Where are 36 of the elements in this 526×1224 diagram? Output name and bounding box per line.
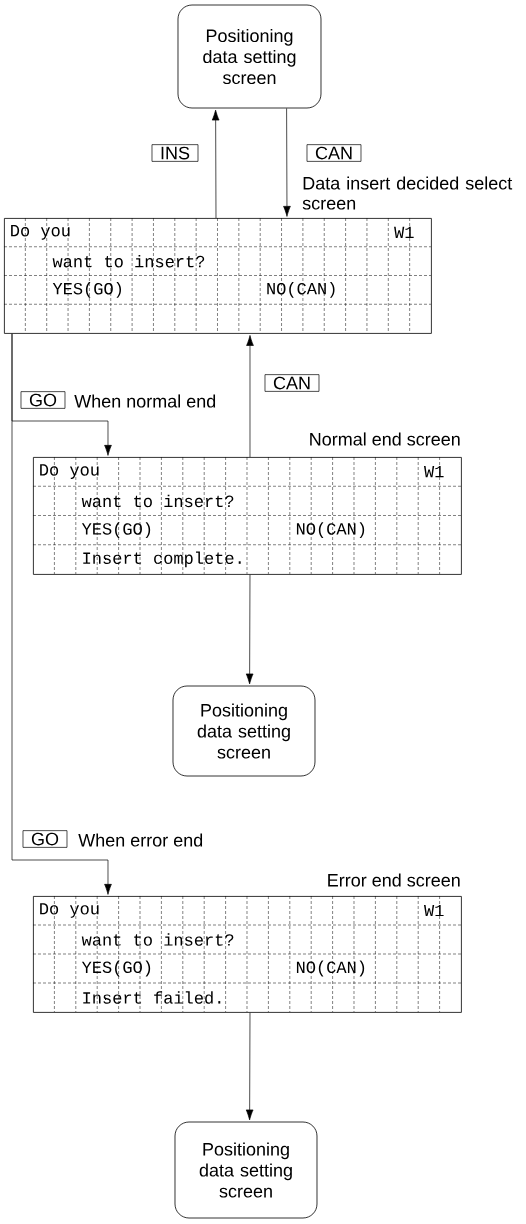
screen-text: YES(GO)	[81, 522, 151, 539]
condition-text: When normal end	[74, 394, 216, 408]
screen-text: Do you	[40, 903, 99, 918]
key-label: GO	[22, 830, 68, 848]
screen-text: NO(CAN)	[296, 960, 365, 977]
screen-box: Positioning data setting screen	[177, 4, 322, 109]
arrow	[283, 108, 291, 217]
key-label: CAN	[264, 374, 320, 392]
screen-text: W1	[394, 226, 414, 238]
arrow	[211, 109, 220, 219]
key-label: INS	[151, 144, 199, 162]
screen-text: Do you	[40, 464, 99, 479]
screen-text: Insert failed.	[83, 991, 221, 1004]
condition-text: When error end	[78, 833, 203, 847]
key-label: CAN	[306, 144, 362, 162]
screen-box: Positioning data setting screen	[172, 685, 316, 777]
screen-box: Positioning data setting screen	[174, 1121, 318, 1219]
arrow	[245, 574, 254, 685]
screen-text: want to insert?	[52, 254, 205, 268]
screen-text: Insert complete.	[83, 551, 241, 568]
screen-caption: Normal end screen	[310, 432, 460, 446]
screen-text: Do you	[11, 225, 70, 240]
arrow	[245, 1012, 254, 1121]
arrow	[246, 335, 254, 458]
screen-text: W1	[424, 904, 444, 917]
screen-text: W1	[424, 466, 444, 478]
screen-caption: Error end screen	[328, 873, 460, 887]
screen-text: want to insert?	[81, 933, 234, 946]
arrow	[11, 333, 112, 895]
screen-text: want to insert?	[81, 494, 234, 508]
screen-text: YES(GO)	[81, 960, 151, 977]
screen-text: NO(CAN)	[267, 281, 335, 298]
screen-caption: Data insert decided select screen	[302, 176, 513, 210]
screen-text: NO(CAN)	[296, 522, 365, 539]
screen-text: YES(GO)	[52, 281, 121, 298]
key-label: GO	[20, 391, 66, 409]
